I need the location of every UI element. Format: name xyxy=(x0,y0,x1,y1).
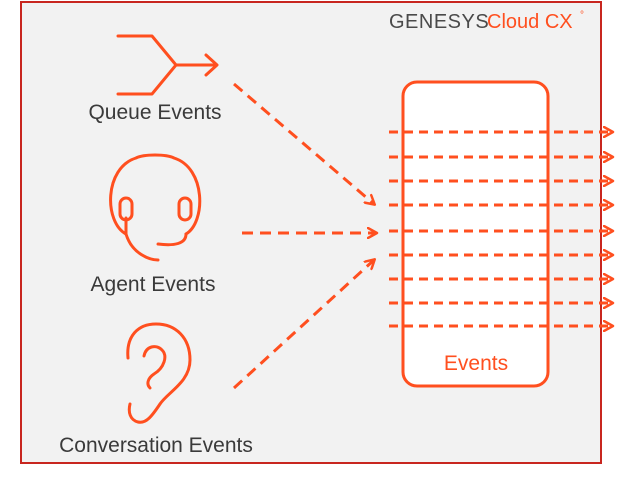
ear-icon xyxy=(126,322,192,424)
output-flows xyxy=(389,132,612,326)
brand-product: Cloud CX xyxy=(487,11,573,33)
brand-logo: GENESYS Cloud CX ° xyxy=(389,10,584,33)
conversation-flow-arrow xyxy=(232,260,374,390)
source-flows xyxy=(232,82,376,390)
queue-events-label: Queue Events xyxy=(88,101,221,124)
brand-mark: ° xyxy=(580,10,584,21)
queue-routing-icon xyxy=(116,34,219,96)
headset-icon xyxy=(109,153,202,262)
events-box xyxy=(401,80,550,388)
queue-flow-arrow xyxy=(233,82,374,204)
agent-events-label: Agent Events xyxy=(91,273,216,296)
events-box-label: Events xyxy=(444,352,508,375)
brand-name: GENESYS xyxy=(389,11,489,33)
conversation-events-label: Conversation Events xyxy=(59,434,253,457)
